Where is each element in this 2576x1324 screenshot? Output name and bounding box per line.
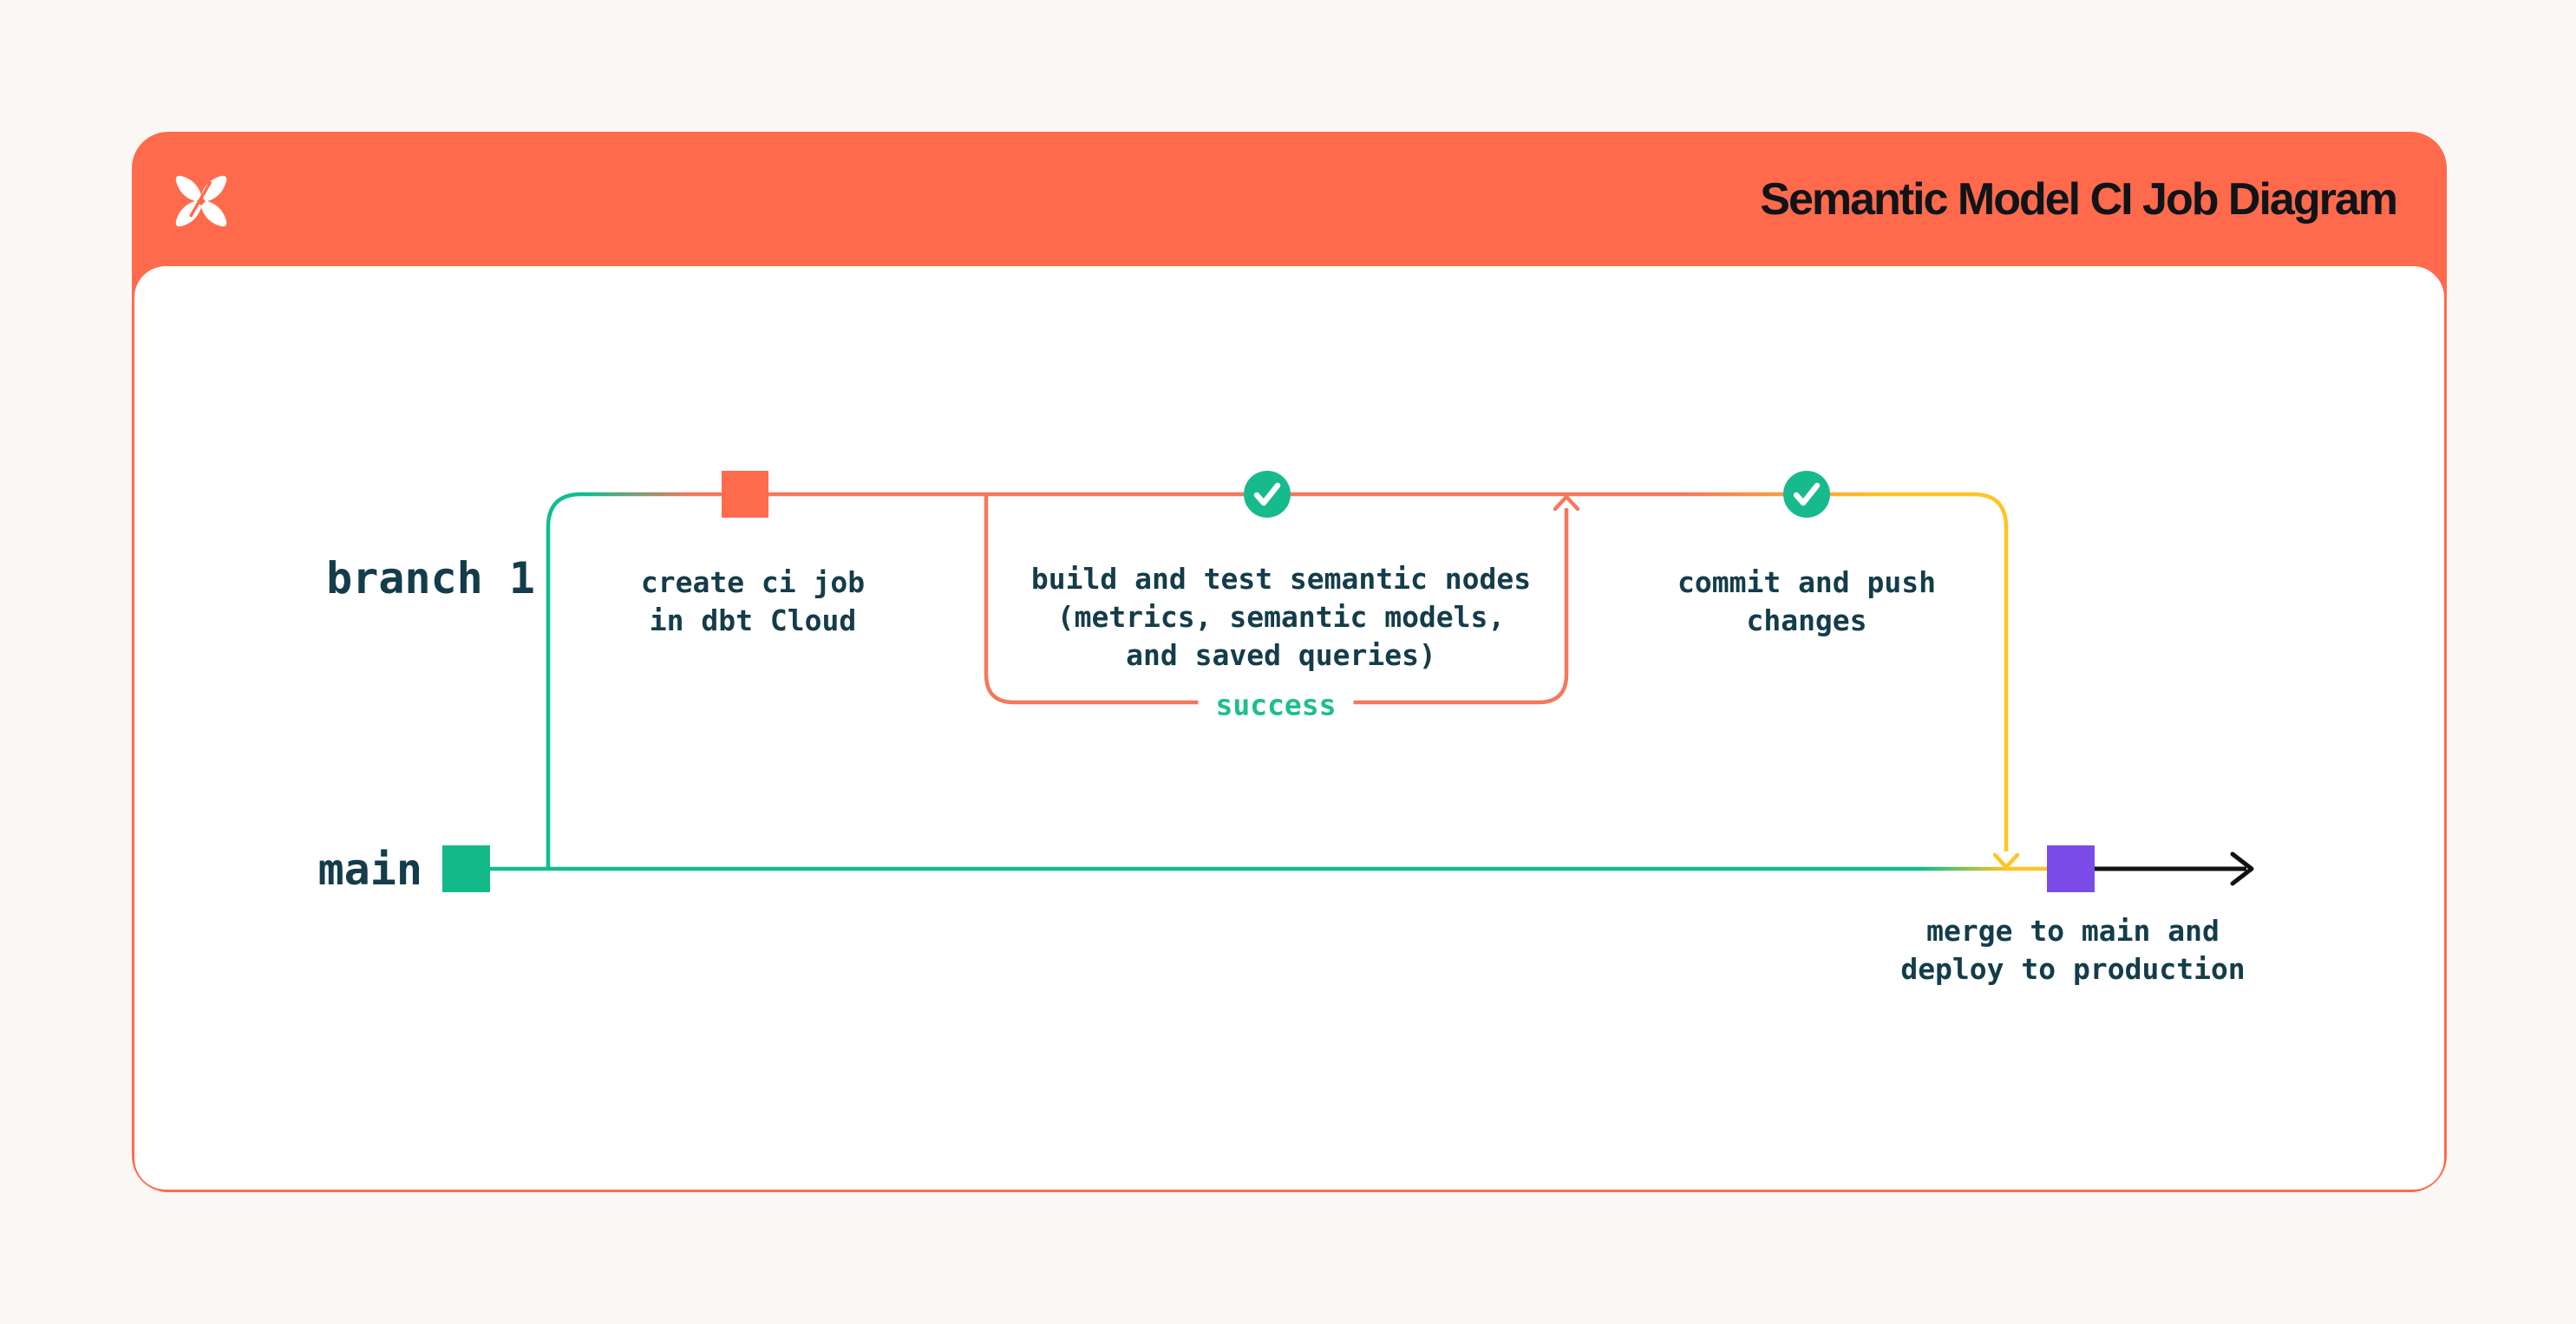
card-header: Semantic Model CI Job Diagram [132,132,2447,266]
node-label-line: build and test semantic nodes [1030,562,1532,596]
success-loop-arrowhead-icon [1553,494,1580,512]
card-body [134,266,2444,1190]
branch-line [546,492,2009,869]
main-arrowhead-icon [2230,851,2254,886]
merge-arrowhead-icon [1992,852,2020,870]
node-label-line: create ci job [640,565,866,599]
node-label-line: and saved queries) [1126,638,1436,672]
node-label-line: deploy to production [1900,952,2246,986]
node-label-line: changes [1746,603,1867,637]
commit-push-check-icon [1783,471,1830,518]
node-label-line: (metrics, semantic models, [1056,600,1506,634]
node-label-build-and-test: build and test semantic nodes (metrics, … [1031,560,1531,675]
main-start-commit-square [442,845,490,892]
node-label-create-ci-job: create ci job in dbt Cloud [641,564,865,640]
dbt-logo-slash [188,180,212,218]
node-label-line: merge to main and [1926,914,2220,948]
create-ci-job-commit-square [722,471,768,518]
node-label-merge-to-main: merge to main and deploy to production [1900,912,2245,988]
build-test-check-icon [1244,471,1291,518]
node-label-line: commit and push [1677,565,1937,599]
diagram-card: Semantic Model CI Job Diagram [132,132,2447,1192]
merge-commit-square [2047,845,2095,892]
node-label-line: in dbt Cloud [649,603,857,637]
page-title: Semantic Model CI Job Diagram [1760,173,2398,225]
dbt-logo-icon [175,175,227,227]
node-label-commit-and-push: commit and push changes [1677,564,1936,640]
branch-lane-label: branch 1 [326,553,535,603]
success-label: success [1198,686,1354,724]
main-lane-label: main [317,845,422,895]
